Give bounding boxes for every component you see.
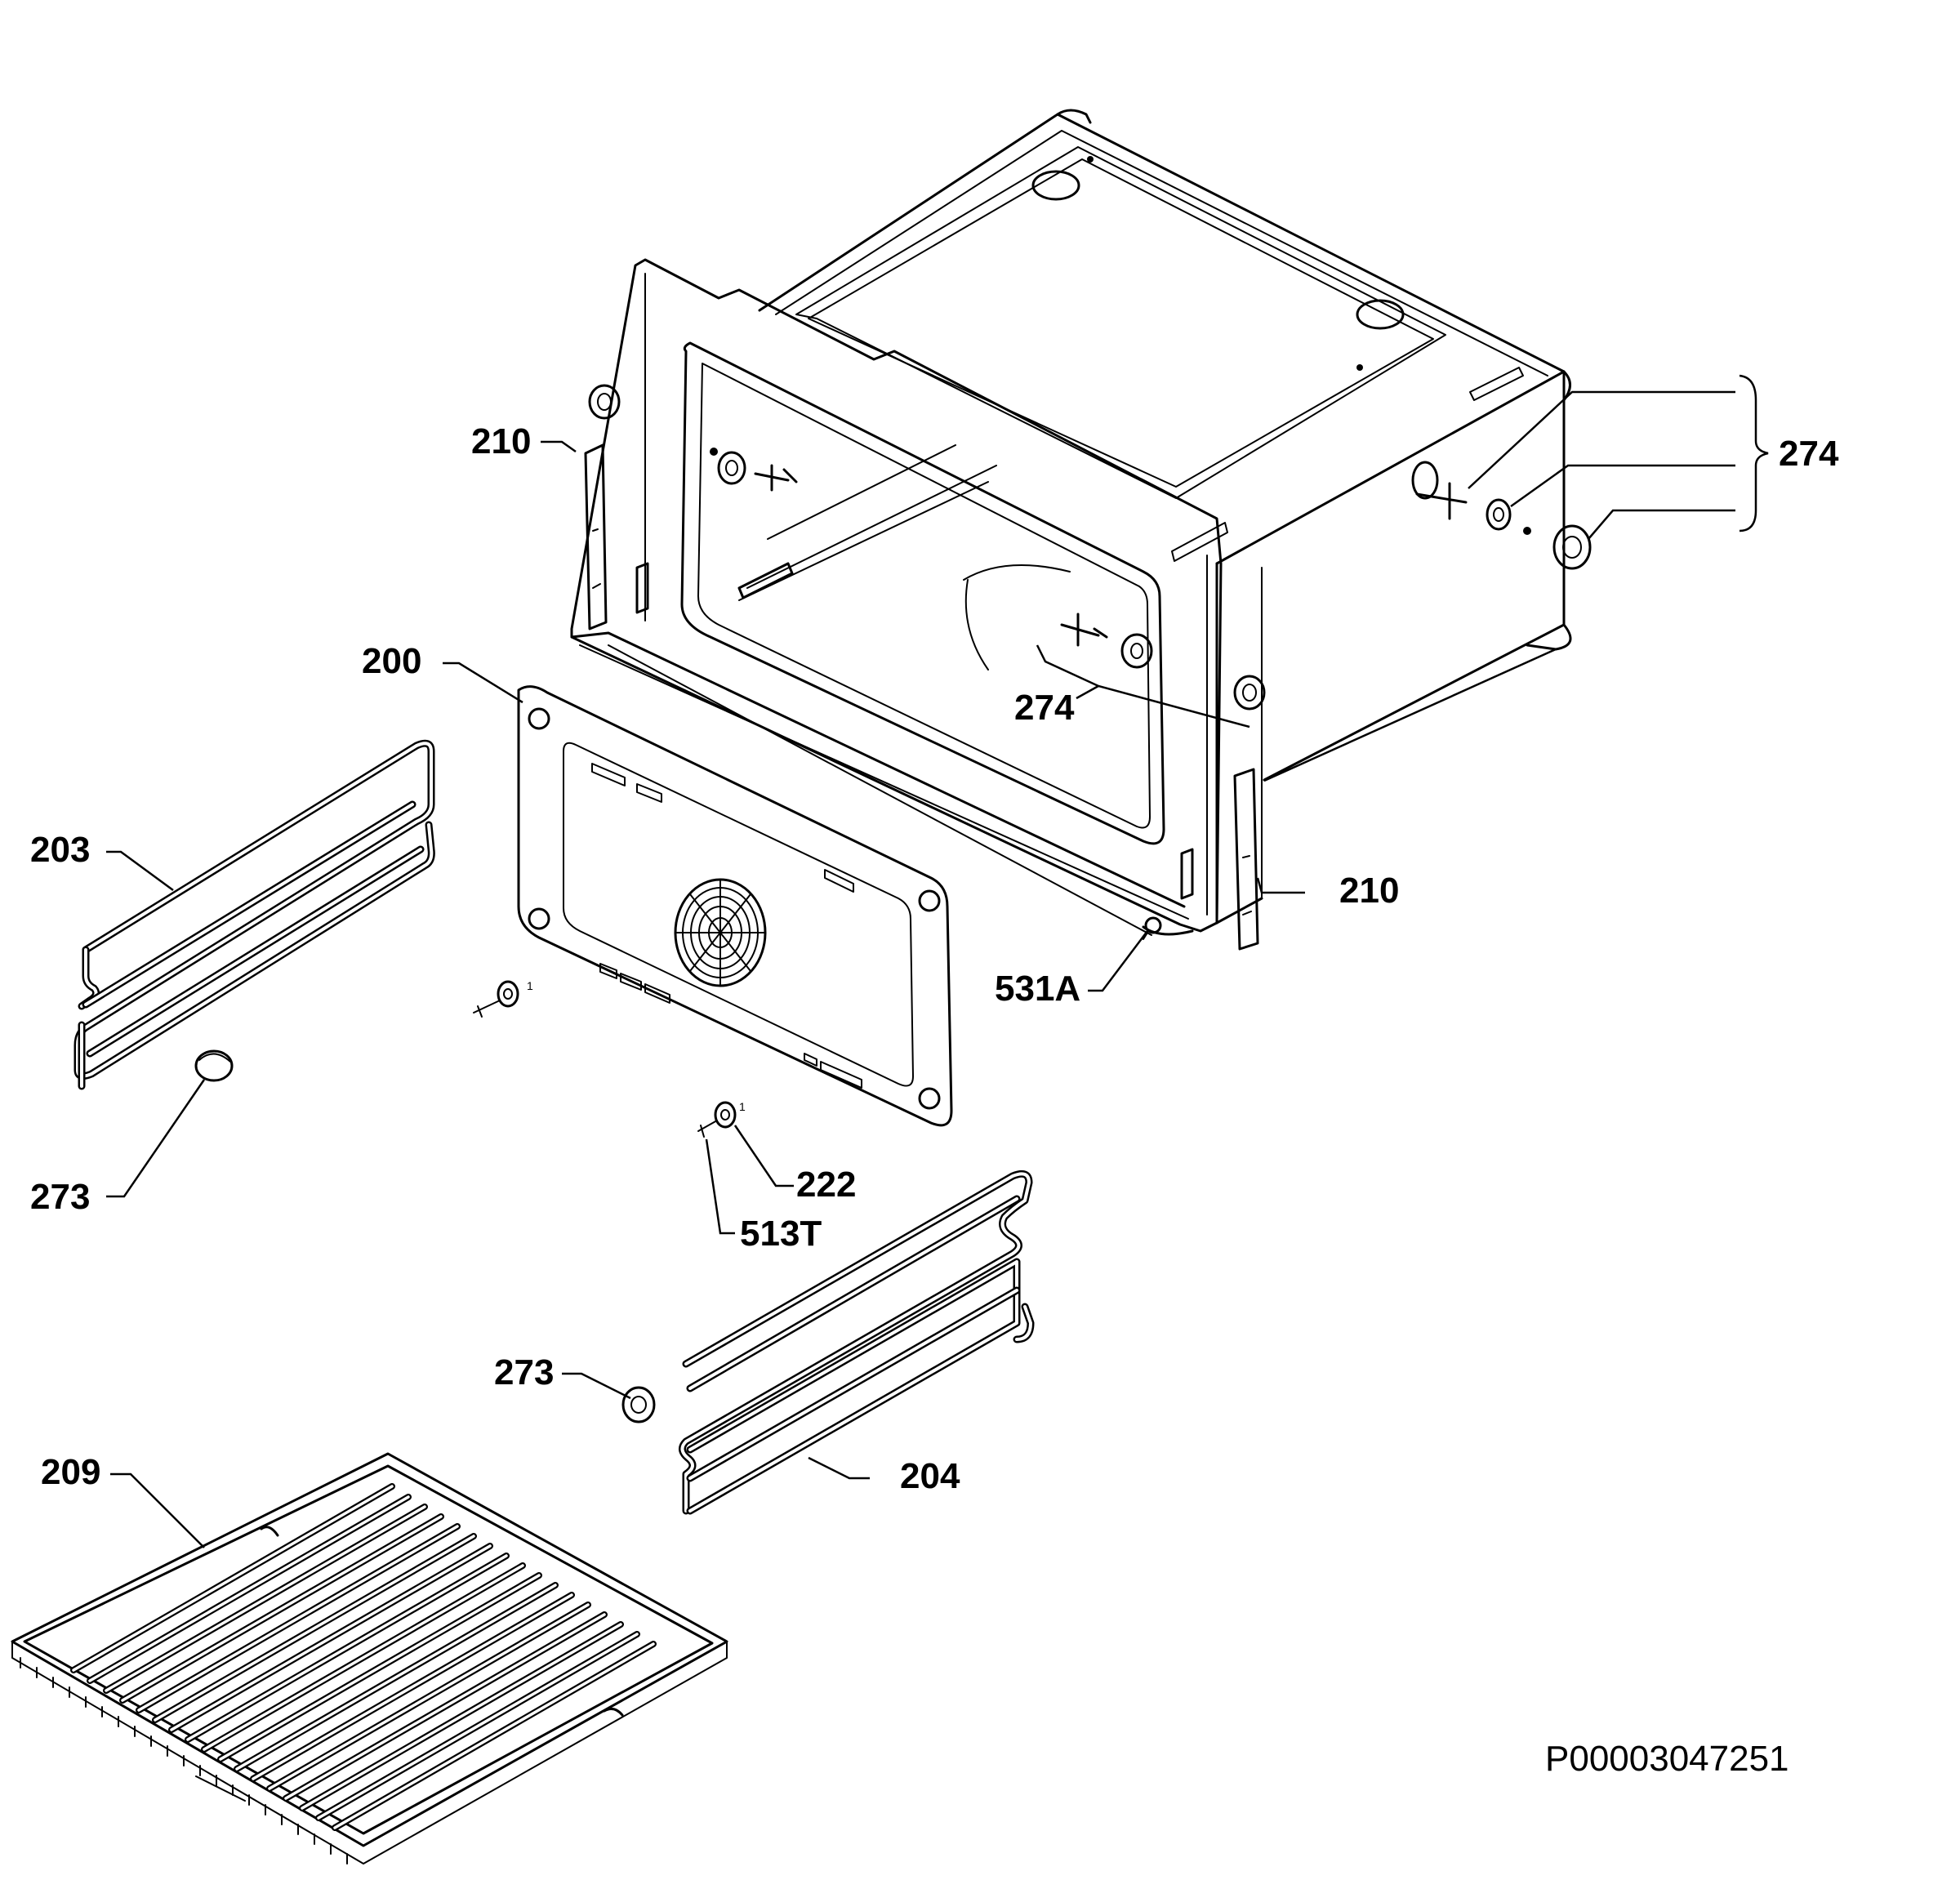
callout-210-left: 210 xyxy=(471,421,531,461)
screw-set-left: 1 xyxy=(473,979,533,1018)
part-274-group xyxy=(1411,374,1769,570)
callout-513T: 513T xyxy=(740,1214,822,1254)
callout-204: 204 xyxy=(900,1456,960,1496)
leader-lines xyxy=(106,440,1305,1548)
callout-274-bracket: 274 xyxy=(1779,434,1839,474)
callout-273-center: 273 xyxy=(494,1352,554,1392)
fan-guard xyxy=(674,878,767,987)
callout-210-right: 210 xyxy=(1339,871,1399,911)
part-210-right xyxy=(1233,648,1557,951)
callout-203: 203 xyxy=(30,830,90,870)
part-273-plug-center xyxy=(621,1386,656,1423)
part-209-grid-shelf xyxy=(11,1452,728,1864)
screw-center-mark: 1 xyxy=(739,1100,746,1113)
callout-200: 200 xyxy=(362,641,421,681)
fan-fastener-right xyxy=(1060,613,1153,669)
callout-274-inner: 274 xyxy=(1014,688,1075,728)
callout-209: 209 xyxy=(41,1452,100,1492)
part-200-back-panel xyxy=(517,644,1152,1127)
fan-fastener-left xyxy=(710,448,798,492)
part-203-shelf-support-left xyxy=(74,739,435,1090)
callout-531A: 531A xyxy=(995,969,1080,1009)
screw-left-mark: 1 xyxy=(527,979,533,992)
callout-273-left: 273 xyxy=(30,1177,90,1217)
part-531A-screw xyxy=(1143,916,1162,940)
oven-cavity xyxy=(570,109,1572,936)
part-274-inner-leader xyxy=(1036,644,1250,728)
part-273-plug-left xyxy=(194,1049,234,1082)
part-210-left xyxy=(584,384,621,630)
grid-bars xyxy=(70,1483,657,1831)
parts-222-513T: 1 xyxy=(697,1100,746,1138)
part-bushing-right xyxy=(1233,675,1266,711)
callout-222: 222 xyxy=(796,1165,856,1205)
part-204-shelf-support-right xyxy=(679,1169,1035,1515)
document-id: P00003047251 xyxy=(1545,1739,1789,1779)
